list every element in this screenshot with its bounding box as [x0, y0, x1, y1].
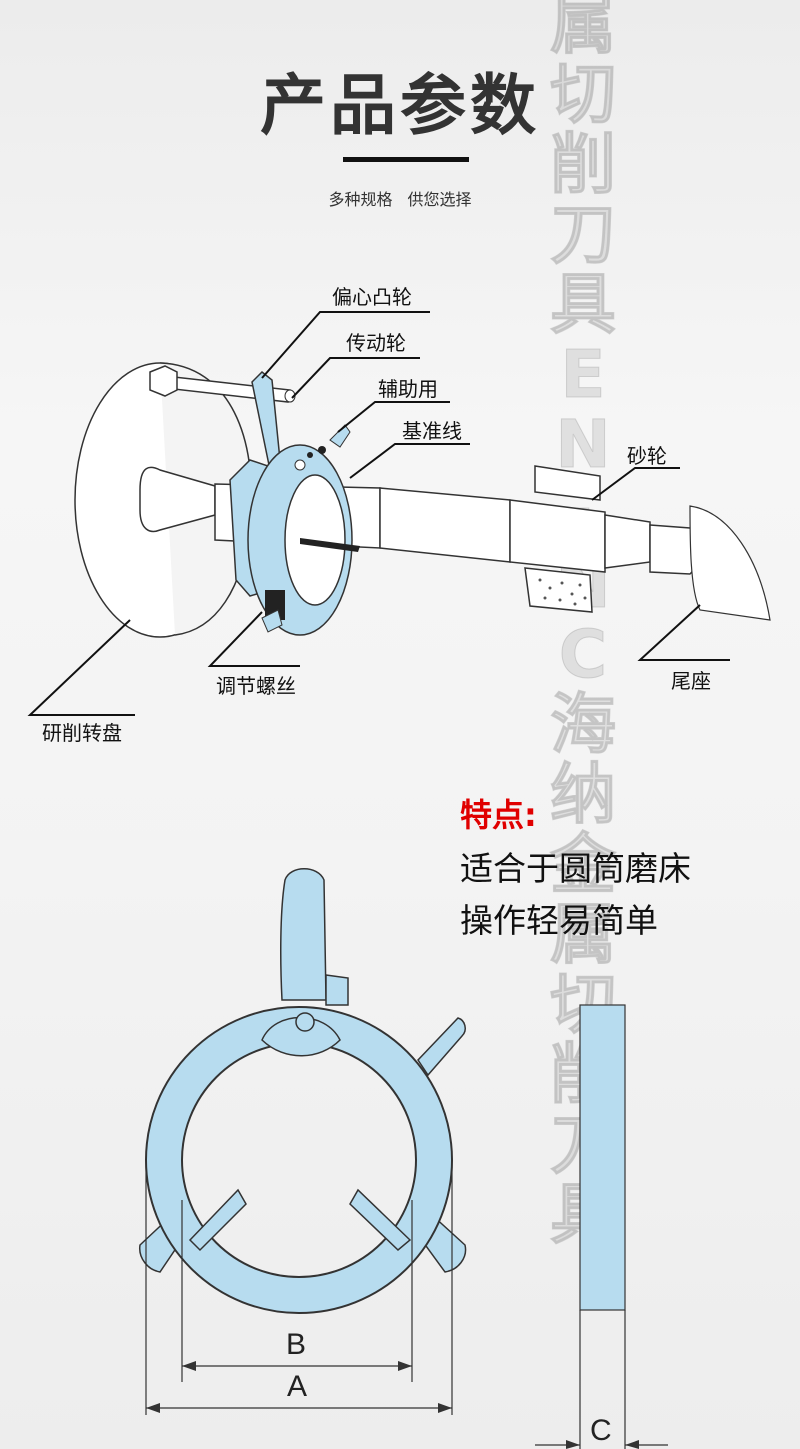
label-tailstock: 尾座 [671, 669, 711, 693]
leader-turntable [27, 619, 135, 716]
label-eccentric-cam: 偏心凸轮 [332, 285, 412, 309]
dimension-a-label: A [287, 1370, 308, 1403]
leader-drive-wheel [291, 357, 420, 399]
dimension-c-label: C [590, 1414, 612, 1447]
features-title: 特点: [460, 796, 537, 834]
leader-reference-line [349, 443, 470, 479]
page-title: 产品参数 [260, 67, 540, 144]
leader-tailstock [637, 604, 730, 661]
leader-adjust-screw [207, 611, 300, 667]
label-auxiliary: 辅助用 [378, 377, 438, 401]
label-reference-line: 基准线 [402, 419, 462, 443]
label-adjust-screw: 调节螺丝 [216, 674, 296, 698]
feature-line-2: 操作轻易简单 [460, 901, 658, 940]
lever-arm [280, 868, 327, 1001]
feature-line-1: 适合于圆筒磨床 [460, 849, 691, 888]
tailstock [689, 505, 771, 621]
label-grinding-wheel: 砂轮 [627, 444, 667, 468]
grinding-wheel [534, 465, 601, 501]
page-subtitle: 多种规格 供您选择 [328, 190, 472, 209]
leader-eccentric-cam [261, 311, 430, 379]
leader-grinding-wheel [591, 467, 680, 501]
side-view-part [579, 1004, 626, 1311]
label-drive-wheel: 传动轮 [346, 331, 406, 355]
leader-auxiliary [337, 401, 450, 433]
title-underline [343, 157, 469, 162]
dimension-b-label: B [286, 1328, 307, 1361]
label-lapping-turntable: 研削转盘 [42, 721, 122, 745]
